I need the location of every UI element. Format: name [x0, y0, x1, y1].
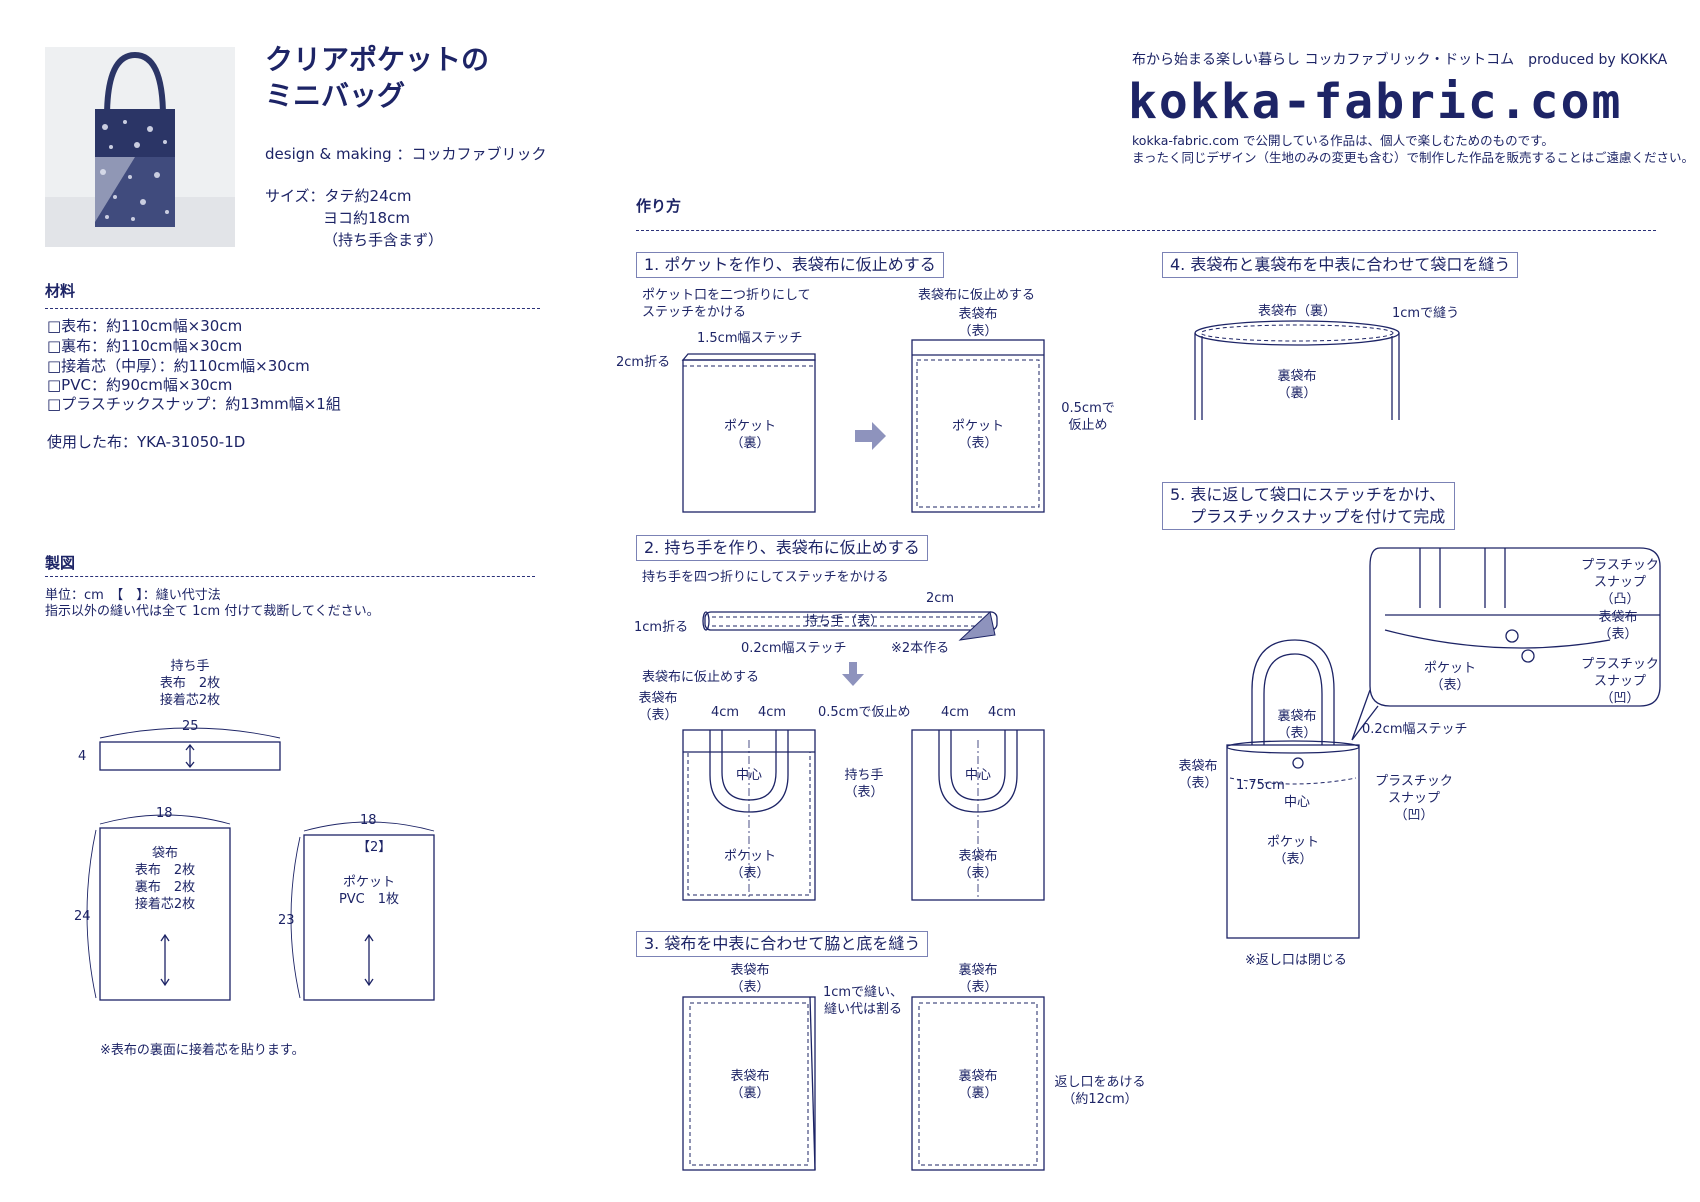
step2-baste-note: 表袋布に仮止めする: [642, 670, 760, 685]
unit-note: 単位：cm 【 】：縫い代寸法: [45, 588, 221, 603]
seam-note: 指示以外の縫い代は全て 1cm 付けて裁断してください。: [45, 604, 380, 619]
material-item: □裏布：約110cm幅×30cm: [47, 337, 243, 355]
pocket-label: ポケット PVC 1枚: [338, 875, 400, 907]
step5-lining-front: 裏袋布 （表）: [1277, 709, 1317, 741]
pocket-height: 23: [278, 913, 295, 928]
howto-divider: [636, 230, 1656, 231]
step4-title: 4. 表袋布と裏袋布を中表に合わせて袋口を縫う: [1162, 252, 1519, 278]
handle-width: 25: [182, 719, 199, 734]
step5-snap-male: プラスチック スナップ （凸）: [1581, 558, 1659, 607]
step2-handle: 持ち手（表）: [805, 614, 884, 629]
step5-outer-front: 表袋布 （表）: [1598, 610, 1638, 642]
step3-opening: 返し口をあける （約12cm）: [1054, 1075, 1146, 1107]
pattern-divider: [45, 576, 535, 577]
step2-center-left: 中心: [736, 768, 763, 783]
step5-snap-female: プラスチック スナップ （凹）: [1375, 774, 1453, 823]
step2-dim3: 4cm: [941, 705, 970, 720]
step2-make2: ※2本作る: [891, 641, 950, 656]
size-line1: サイズ：タテ約24cm: [265, 187, 412, 205]
step3-outer-front: 表袋布 （表）: [730, 963, 770, 995]
materials-heading: 材料: [45, 282, 76, 300]
step3-sew: 1cmで縫い、 縫い代は割る: [822, 985, 904, 1017]
handle-height: 4: [78, 749, 87, 764]
step1-title: 1. ポケットを作り、表袋布に仮止めする: [636, 252, 944, 278]
pocket-width: 18: [360, 813, 377, 828]
step3-lining-front: 裏袋布 （表）: [958, 963, 998, 995]
title-line1: クリアポケットの: [265, 43, 490, 76]
step1-note: ポケット口を二つ折りにして ステッチをかける: [642, 288, 811, 320]
step5-outer-front-left: 表袋布 （表）: [1178, 759, 1218, 791]
step1-outer-front: 表袋布 （表）: [958, 307, 998, 339]
step2-dim2: 4cm: [758, 705, 787, 720]
step3-title: 3. 袋布を中表に合わせて脇と底を縫う: [636, 931, 929, 957]
material-item: □表布：約110cm幅×30cm: [47, 317, 243, 335]
handle-label: 持ち手 表布 2枚 接着芯2枚: [159, 659, 221, 708]
step3-outer-back: 表袋布 （裏）: [730, 1069, 770, 1101]
step5-pocket-zoom: ポケット （表）: [1423, 661, 1476, 693]
step2-outer-front: 表袋布 （表）: [638, 691, 678, 723]
materials-divider: [45, 308, 540, 309]
size-line2: ヨコ約18cm: [323, 209, 410, 227]
step1-fold: 2cm折る: [616, 355, 671, 370]
bag-width: 18: [156, 806, 173, 821]
bag-photo: [45, 47, 235, 247]
step2-handle-front: 持ち手 （表）: [844, 768, 884, 800]
size-line3: （持ち手含まず）: [323, 231, 444, 249]
step2-note: 持ち手を四つ折りにしてステッチをかける: [642, 570, 889, 585]
step1-pocket-front: ポケット （表）: [951, 419, 1004, 451]
bag-label: 袋布 表布 2枚 裏布 2枚 接着芯2枚: [134, 846, 196, 912]
step2-baste: 0.5cmで仮止め: [818, 705, 911, 720]
step4-sew: 1cmで縫う: [1392, 306, 1460, 321]
step2-stitch: 0.2cm幅ステッチ: [741, 641, 847, 656]
step2-dim1: 4cm: [711, 705, 740, 720]
step5-title: 5. 表に返して袋口にステッチをかけ、 プラスチックスナップを付けて完成: [1162, 482, 1455, 530]
step1-pocket-back: ポケット （裏）: [723, 419, 776, 451]
step4-outer-back: 表袋布（裏）: [1258, 304, 1337, 319]
step2-width: 2cm: [926, 591, 955, 606]
step2-fold: 1cm折る: [634, 620, 689, 635]
step2-pocket-front: ポケット （表）: [723, 849, 776, 881]
step2-center-right: 中心: [965, 768, 992, 783]
step4-lining-back: 裏袋布 （裏）: [1277, 369, 1317, 401]
kokka-logo: kokka-fabric.com: [1128, 74, 1623, 130]
interfacing-note: ※表布の裏面に接着芯を貼ります。: [100, 1043, 305, 1058]
material-item: □接着芯（中厚）：約110cm幅×30cm: [47, 357, 310, 375]
step1-baste: 0.5cmで 仮止め: [1061, 401, 1115, 433]
material-item: □PVC：約90cm幅×30cm: [47, 376, 233, 394]
step5-closed-note: ※返し口は閉じる: [1245, 953, 1347, 968]
howto-heading: 作り方: [636, 197, 682, 215]
pattern-heading: 製図: [45, 554, 76, 572]
step5-dim: 1.75cm: [1236, 778, 1285, 793]
step5-stitch: 0.2cm幅ステッチ: [1362, 722, 1468, 737]
tagline: 布から始まる楽しい暮らし コッカファブリック・ドットコム produced by…: [1132, 52, 1668, 68]
step2-outer-front2: 表袋布 （表）: [958, 849, 998, 881]
step2-title: 2. 持ち手を作り、表袋布に仮止めする: [636, 535, 928, 561]
notice-line2: まったく同じデザイン（生地のみの変更も含む）で制作した作品を販売することはご遠慮…: [1132, 150, 1695, 165]
step5-pocket-front: ポケット （表）: [1266, 835, 1319, 867]
pocket-seam: 【2】: [357, 840, 392, 855]
step1-note2: 表袋布に仮止めする: [918, 288, 1036, 303]
step1-stitch: 1.5cm幅ステッチ: [697, 331, 803, 346]
title-line2: ミニバッグ: [265, 79, 406, 112]
notice-line1: kokka-fabric.com で公開している作品は、個人で楽しむためのもので…: [1132, 133, 1554, 148]
material-item: □プラスチックスナップ：約13mm幅×1組: [47, 395, 341, 413]
bag-height: 24: [74, 909, 91, 924]
step5-center: 中心: [1284, 795, 1311, 810]
step2-dim4: 4cm: [988, 705, 1017, 720]
fabric-used: 使用した布：YKA-31050-1D: [47, 433, 246, 451]
step5-snap-female-top: プラスチック スナップ （凹）: [1581, 657, 1659, 706]
step3-lining-back: 裏袋布 （裏）: [958, 1069, 998, 1101]
credit: design & making ：コッカファブリック: [265, 145, 547, 163]
